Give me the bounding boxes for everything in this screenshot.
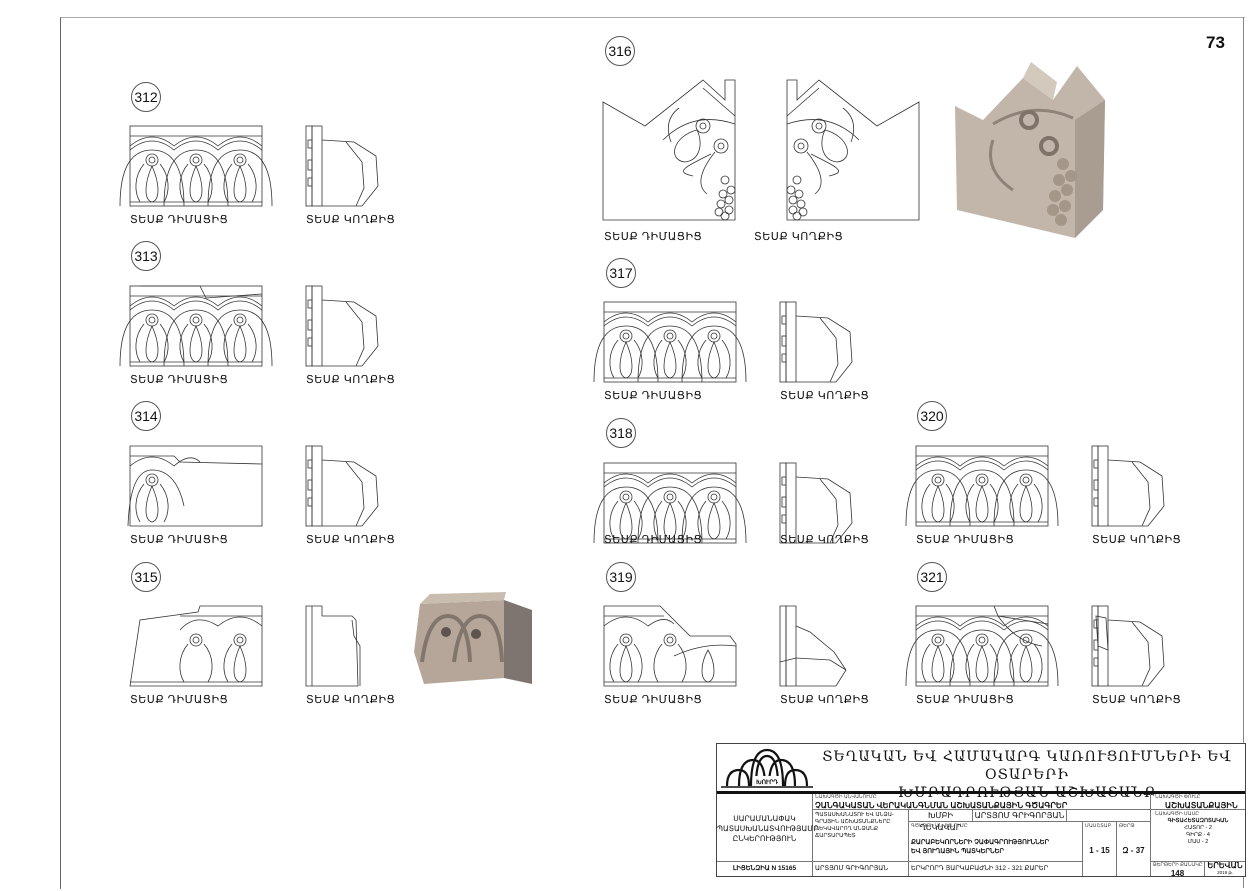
front-view-caption: ՏԵՍՔ ԴԻՄԱՑԻՑ xyxy=(604,231,703,243)
front-view-drawing-316 xyxy=(603,80,741,222)
empty-cell xyxy=(1067,810,1151,822)
stone-3d-render-315 xyxy=(414,592,532,684)
project-name-cell: ՆԱԽԱԳԾԻ ԱՆՎԱՆՈՒՄԸ ՉԱՆԳԱԿԱՏԱՆ ՎԵՐԱԿԱՆԳՆՄԱ… xyxy=(813,794,1151,810)
detail-number-bubble: 314 xyxy=(131,401,161,431)
side-view-drawing-319 xyxy=(780,606,852,686)
detail-number-bubble: 320 xyxy=(917,401,947,431)
city-year-cell: ԵՐԵՎԱՆ 2019 թ. xyxy=(1207,861,1243,876)
stone-3d-render-316 xyxy=(955,62,1105,238)
project-structure-cell: ՆԱԽԱԳԾԻ ՄԱՍԸ ԳԻՏԱՀԵՏԱԶՈՏԱԿԱՆ ՀԱՏՈՐ - 2 Գ… xyxy=(1151,810,1245,862)
institution-title: ՏԵՂԱԿԱՆ ԵՎ ՀԱՄԱԿԱՐԳ ԿԱՌՈՒՑՈՒՄՆԵՐԻ ԵՎ ՕՏԱ… xyxy=(822,749,1232,801)
front-view-caption: ՏԵՍՔ ԴԻՄԱՑԻՑ xyxy=(130,534,229,546)
side-view-drawing-314 xyxy=(305,445,379,527)
front-view-drawing-312 xyxy=(119,125,273,207)
drawing-name-cell: ԳԾԱԳՐԻ ԱՆՎԱՆՈՒՄԸ ՔԱՐԱԲԵԿՈՐՆԵՐԻ ՉԱՓԱԳՐՈՒԹ… xyxy=(909,822,1083,862)
author-name: ԱՐՏՅՈՄ ԳՐԻԳՈՐՅԱՆ xyxy=(813,862,909,876)
front-view-drawing-314 xyxy=(130,446,262,526)
sheet-count-cell: ԹԵՐԹԵՐԻ ՔԱՆԱԿԸ 148 xyxy=(1151,862,1205,878)
side-view-caption: ՏԵՍՔ ԿՈՂՔԻՑ xyxy=(754,231,844,243)
side-view-caption: ՏԵՍՔ ԿՈՂՔԻՑ xyxy=(780,534,870,546)
svg-text:ԽՈՒՐԴ: ԽՈՒՐԴ xyxy=(756,779,778,786)
front-view-caption: ՏԵՍՔ ԴԻՄԱՑԻՑ xyxy=(604,390,703,402)
front-view-caption: ՏԵՍՔ ԴԻՄԱՑԻՑ xyxy=(130,374,229,386)
group-leader-name: ԱՐՏՅՈՄ ԳՐԻԳՈՐՅԱՆ xyxy=(973,810,1067,822)
detail-number-bubble: 313 xyxy=(131,241,161,271)
detail-number-bubble: 319 xyxy=(606,562,636,592)
side-view-drawing-318 xyxy=(779,462,853,544)
side-view-drawing-316 xyxy=(787,80,925,222)
side-view-drawing-313 xyxy=(305,285,379,367)
side-view-drawing-317 xyxy=(779,301,853,383)
side-view-caption: ՏԵՍՔ ԿՈՂՔԻՑ xyxy=(306,374,396,386)
front-view-caption: ՏԵՍՔ ԴԻՄԱՑԻՑ xyxy=(916,694,1015,706)
side-view-caption: ՏԵՍՔ ԿՈՂՔԻՑ xyxy=(1092,694,1182,706)
front-view-drawing-318 xyxy=(593,462,747,544)
sheet-right-border xyxy=(1243,17,1244,888)
front-view-drawing-313 xyxy=(119,285,273,367)
side-view-drawing-315 xyxy=(306,606,378,686)
page-number: 73 xyxy=(1206,33,1225,52)
front-view-drawing-321 xyxy=(905,605,1059,687)
side-view-caption: ՏԵՍՔ ԿՈՂՔԻՑ xyxy=(306,214,396,226)
responsible-architect-label: ՊԱՏԱՍԽԱՆԱՏՈՒ ԵՎ ԱՆՁԱ-ԳՐԱՅԻՆ ԱՇԽԱՏԱՆՔՆԵՐԸ… xyxy=(813,810,909,862)
side-view-caption: ՏԵՍՔ ԿՈՂՔԻՑ xyxy=(306,694,396,706)
front-view-caption: ՏԵՍՔ ԴԻՄԱՑԻՑ xyxy=(130,214,229,226)
side-view-caption: ՏԵՍՔ ԿՈՂՔԻՑ xyxy=(1092,534,1182,546)
detail-number-bubble: 312 xyxy=(131,82,161,112)
front-view-drawing-317 xyxy=(593,301,747,383)
drawing-sheet-border xyxy=(60,17,1245,889)
scale-cell: ՄԱՍՇՏԱԲ 1 - 15 xyxy=(1083,822,1117,876)
detail-number-bubble: 318 xyxy=(606,418,636,448)
side-view-caption: ՏԵՍՔ ԿՈՂՔԻՑ xyxy=(306,534,396,546)
front-view-drawing-319 xyxy=(604,606,736,686)
front-view-drawing-315 xyxy=(130,606,262,686)
title-block-header: ԽՈՒՐԴ ՏԵՂԱԿԱՆ ԵՎ ՀԱՄԱԿԱՐԳ ԿԱՌՈՒՑՈՒՄՆԵՐԻ … xyxy=(717,744,1245,801)
front-view-caption: ՏԵՍՔ ԴԻՄԱՑԻՑ xyxy=(916,534,1015,546)
sheet-cell: ԹԵՐԹ Զ - 37 xyxy=(1117,822,1151,876)
side-view-caption: ՏԵՍՔ ԿՈՂՔԻՑ xyxy=(780,694,870,706)
license-number: ԼԻՑԵՆԶԻԱ N 15165 xyxy=(717,862,813,876)
detail-number-bubble: 315 xyxy=(131,562,161,592)
side-view-drawing-320 xyxy=(1091,445,1165,527)
front-view-drawing-320 xyxy=(905,445,1059,527)
title-block: ԽՈՒՐԴ ՏԵՂԱԿԱՆ ԵՎ ՀԱՄԱԿԱՐԳ ԿԱՌՈՒՑՈՒՄՆԵՐԻ … xyxy=(716,743,1246,878)
project-stage-cell: ՆԱԽԱԳԾԻ ՓՈՒԼԸ ԱՇԽԱՏԱՆՔԱՅԻՆ xyxy=(1151,794,1245,810)
front-view-caption: ՏԵՍՔ ԴԻՄԱՑԻՑ xyxy=(604,694,703,706)
group-leader-label: ԽՄԲԻ ՂԵԿԱՎԱՐ xyxy=(909,810,973,832)
detail-number-bubble: 317 xyxy=(606,258,636,288)
detail-number-bubble: 321 xyxy=(917,562,947,592)
front-view-caption: ՏԵՍՔ ԴԻՄԱՑԻՑ xyxy=(604,534,703,546)
organization-name: ՍԱՐԱՄԱՆԱՓԱԿ ՊԱՏԱՍԽԱՆԱՏՎՈՒԹՅԱՄԲ ԸՆԿԵՐՈՒԹՅ… xyxy=(717,794,819,862)
detail-number-bubble: 316 xyxy=(605,36,635,66)
side-view-drawing-312 xyxy=(305,125,379,207)
company-logo-icon: ԽՈՒՐԴ xyxy=(721,748,813,788)
front-view-caption: ՏԵՍՔ ԴԻՄԱՑԻՑ xyxy=(130,694,229,706)
side-view-drawing-321 xyxy=(1091,605,1165,687)
side-view-caption: ՏԵՍՔ ԿՈՂՔԻՑ xyxy=(780,390,870,402)
drawing-subtitle: ԵՐԿՐՈՐԴ ՅԱՐԿԱԲԱԺՆԻ 312 - 321 ՔԱՐԵՐ xyxy=(909,862,1083,876)
